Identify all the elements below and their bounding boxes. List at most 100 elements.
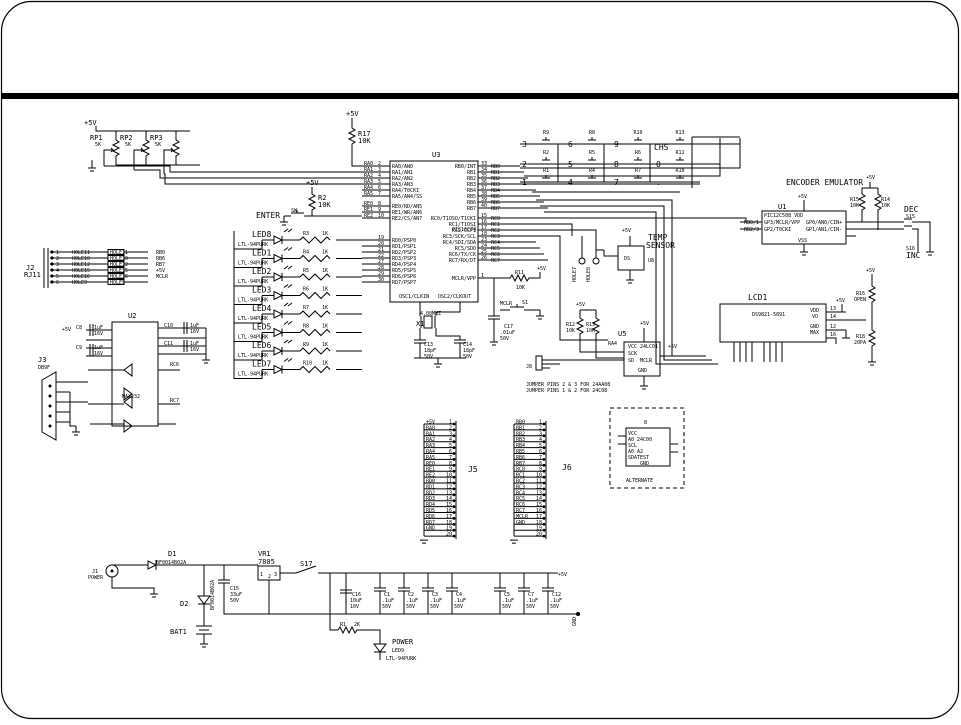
c10-ref: C10 <box>164 323 173 329</box>
led-res-value: 1K <box>322 287 328 293</box>
u3-left-pin-num: 30 <box>378 277 384 283</box>
j6-pin-label: RB4 <box>516 443 525 449</box>
led-arrows <box>283 228 293 233</box>
c14-ref: C14 <box>463 342 472 348</box>
u3-right-pin-net: RC2 <box>491 228 500 234</box>
eeprom-vcc2: +5V <box>668 344 677 350</box>
j6-pin-num: 16 <box>536 508 542 514</box>
u3-left-pin-name: RD3/PSP3 <box>392 256 416 262</box>
keypad-res-ref: R10 <box>675 168 684 174</box>
reg-pin-2: 2 <box>268 574 271 580</box>
u3-right-pin-net: RB5 <box>491 194 500 200</box>
u3-osc1: OSC1/CLKIN <box>399 294 429 300</box>
u3-right-pin-net: RC3 <box>491 234 500 240</box>
u3-left-pin-name: RA1/AN1 <box>392 170 413 176</box>
j5-pin-label: RD5 <box>426 508 435 514</box>
u3-left-pin-num: 8 <box>378 201 381 207</box>
j6-pin-num: 20 <box>536 532 542 538</box>
u3-ref: U3 <box>432 151 440 159</box>
u3-right-pin-net: RB7 <box>491 206 500 212</box>
psu-cap-volt: 50V <box>454 604 463 610</box>
c10-volt: 16V <box>190 329 199 335</box>
rp1-ref: RP1 <box>90 134 103 142</box>
led-resistor <box>299 310 331 318</box>
led-symbol <box>262 235 300 245</box>
crystal-value: 4.00MHZ <box>420 311 441 317</box>
u3-left-pin-num: 21 <box>378 247 384 253</box>
u3-right-pin-net: RB2 <box>491 176 500 182</box>
rj11-hole <box>107 255 125 261</box>
j5-pin-num: 1 <box>449 420 452 426</box>
mclr-label: MCLR <box>500 301 513 307</box>
j6-pin-dot <box>542 528 546 532</box>
j6-pin-label: RC4 <box>516 490 525 496</box>
r11-ref: R11 <box>515 270 524 276</box>
keypad-chs-label: CHS <box>654 143 669 152</box>
r17-group: +5V R17 10K <box>346 110 371 167</box>
encoder-title: ENCODER EMULATOR <box>786 178 863 187</box>
keypad-res-ref: R2 <box>543 150 549 156</box>
j6-pin-num: 3 <box>539 431 542 437</box>
r15-value: 10K <box>850 203 859 209</box>
u3-left-pin-num: 6 <box>378 185 381 191</box>
psu-cap-volt: 50V <box>430 604 439 610</box>
j6-pin-dot <box>542 511 546 514</box>
rj11-pin-dot <box>50 250 54 254</box>
rp2-ref: RP2 <box>120 134 133 142</box>
j6-pin-num: 7 <box>539 455 542 461</box>
u3-right-pin-num: 33 <box>481 161 487 167</box>
c17-ref: C17 <box>504 324 513 330</box>
j5-pin-num: 17 <box>446 514 452 520</box>
j6-pin-label: RB7 <box>516 461 525 467</box>
rj11-pin-num: 3 <box>56 262 59 268</box>
u3-right-pin-num: 35 <box>481 173 487 179</box>
encoder-part: PIC12C508 VDD <box>764 213 803 219</box>
j5-pin-label: RD2 <box>426 490 435 496</box>
led-name: LED4 <box>252 304 271 313</box>
u3-right-pin-net: RC7 <box>491 258 500 264</box>
led-resistor <box>299 347 331 355</box>
j5-pin-dot <box>452 481 456 485</box>
led9-part: LTL-94PURK <box>386 656 416 662</box>
lcd-pin-max: MAX <box>810 330 819 336</box>
r12-value: 10K <box>566 328 575 334</box>
keypad-group: R93R86R109R13R22R55R68R110R11R44R77R10. … <box>520 130 740 188</box>
u3-right-pin-name: RC3/SCK/SCL <box>443 234 476 240</box>
title-rule <box>2 93 959 99</box>
u3-left-pin-num: 9 <box>378 207 381 213</box>
u3-left-pin-num: 28 <box>378 265 384 271</box>
psu-cap-ref: C5 <box>504 592 510 598</box>
led-arrows <box>283 358 293 362</box>
encoder-group: ENCODER EMULATOR U1 PIC12C508 VDD GP3/MC… <box>740 175 934 260</box>
keypad-res-ref: R1 <box>543 168 549 174</box>
u3-left-pin-net: RE0 <box>364 201 373 207</box>
u3-right-pin-name: RC1/T1OSI <box>449 222 476 228</box>
c14-volt: 50V <box>463 354 472 360</box>
psu-cap-ref: C3 <box>432 592 438 598</box>
psu-cap-volt: 50V <box>550 604 559 610</box>
u3-right-pin-num: 26 <box>481 255 487 261</box>
alt-line-gnd: GND <box>640 461 649 467</box>
led-symbol <box>262 309 300 319</box>
encoder-inc: INC <box>906 251 921 260</box>
encoder-sw-dec: S15 <box>906 214 915 220</box>
r18-value: 20PA <box>854 340 866 346</box>
led-symbol <box>262 272 300 282</box>
rj11-pin-dot <box>50 256 54 260</box>
j5-pin-dot <box>452 434 456 438</box>
u3-left-pin-name: RD5/PSP5 <box>392 268 416 274</box>
j6-pin-label: RC7 <box>516 508 525 514</box>
u3-right-pin-net: RB6 <box>491 200 500 206</box>
r14-value: 10K <box>881 203 890 209</box>
led-res-value: 1K <box>322 361 328 367</box>
led-part: LTL-94PURK <box>238 279 268 285</box>
lcd-num-14: 14 <box>830 314 836 320</box>
d2-ref: D2 <box>180 600 188 608</box>
u3-right-pin-num: 16 <box>481 219 487 225</box>
j5-pin-num: 13 <box>446 490 452 496</box>
keypad-switch <box>580 137 604 145</box>
j6-pin-dot <box>542 440 546 444</box>
j6-pin-label: RC5 <box>516 496 525 502</box>
u3-right-pin-net: RC5 <box>491 246 500 252</box>
j5-pin-dot <box>452 463 456 467</box>
